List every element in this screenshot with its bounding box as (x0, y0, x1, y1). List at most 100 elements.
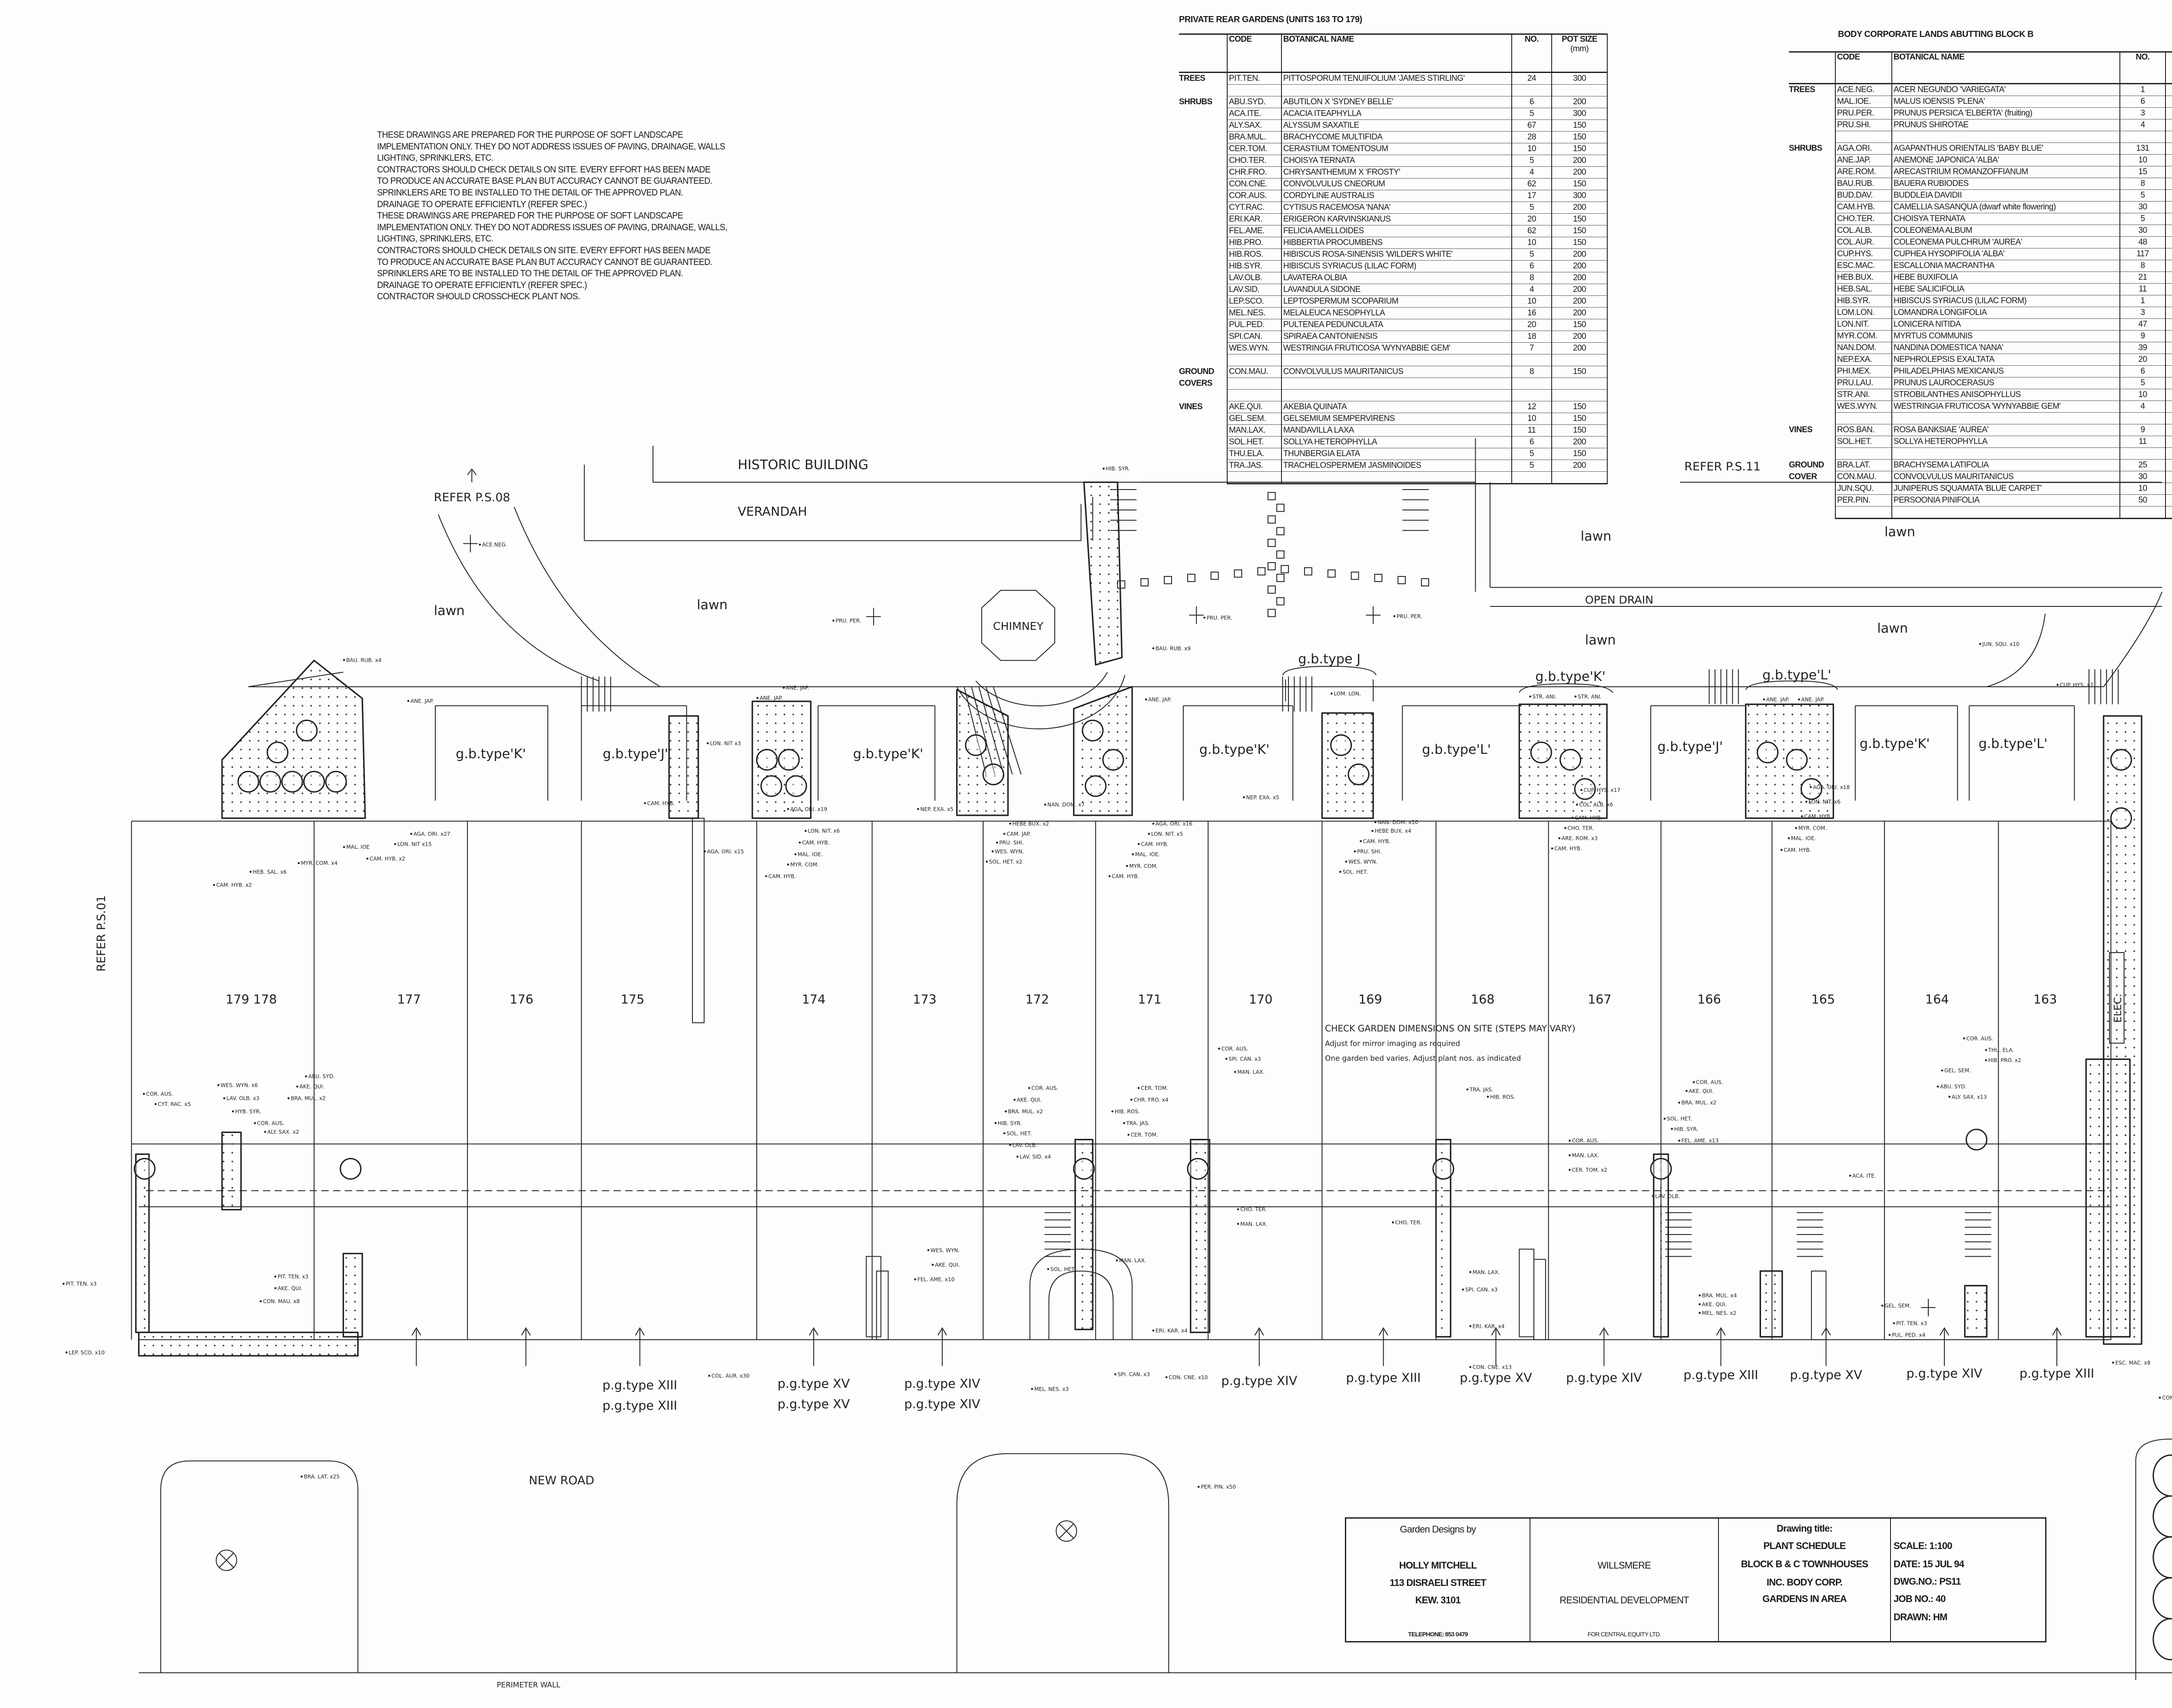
cell-pot: 400 (2165, 83, 2172, 96)
leader-dot (708, 1374, 711, 1377)
cell-code: BAU.RUB. (1835, 178, 1892, 190)
cell-no: 8 (1511, 272, 1552, 284)
plant-callout: ERI. KAR. x4 (1473, 1323, 1505, 1329)
leader-dot (1360, 840, 1362, 842)
drawing-number: DWG.NO.: PS11 (1894, 1576, 1961, 1587)
cell-code: CHO.TER. (1835, 213, 1892, 225)
cell-code: LAV.OLB. (1227, 272, 1282, 284)
cell-no: 131 (2119, 142, 2166, 155)
plant-callout: SOL. HET. x2 (989, 859, 1023, 865)
pg-type-label: p.g.type XV (1790, 1367, 1862, 1382)
leader-dot (1788, 837, 1790, 840)
designer-name: HOLLY MITCHELL (1399, 1560, 1477, 1571)
leader-dot (264, 1131, 266, 1133)
schedule-row: JUN.SQU.JUNIPERUS SQUAMATA 'BLUE CARPET'… (1789, 483, 2172, 495)
schedule-row: BAU.RUB.BAUERA RUBIODES8200 (1789, 178, 2172, 190)
leader-dot (931, 1264, 934, 1266)
drawing-title-heading: Drawing title: (1776, 1523, 1833, 1534)
cell-code: CER.TOM. (1227, 143, 1282, 155)
cell-code: ROS.BAN. (1835, 424, 1892, 436)
leader-dot (1243, 796, 1245, 798)
plant-callout: LAV. OLB. (1655, 1193, 1680, 1199)
schedule-row: MAL.IOE.MALUS IOENSIS 'PLENA'6400 (1789, 96, 2172, 108)
schedule-row (1789, 412, 2172, 424)
leader-dot (394, 843, 397, 845)
cell-cat (1179, 331, 1227, 343)
date: DATE: 15 JUL 94 (1894, 1559, 1964, 1569)
cell-pot: 200 (1551, 248, 1608, 261)
cell-code: AGA.ORI. (1835, 142, 1892, 155)
cell-no: 6 (2119, 365, 2166, 377)
cell-name: CONVOLVULUS MAURITANICUS (1891, 471, 2120, 483)
cell-name: ESCALLONIA MACRANTHA (1891, 260, 2120, 272)
shrub-symbol (325, 771, 347, 793)
schedule-row: COL.ALB.COLEONEMA ALBUM30200 (1789, 225, 2172, 237)
cell-code: MYR.COM. (1835, 330, 1892, 342)
cell-no: 9 (2119, 330, 2166, 342)
leader-dot (1004, 1110, 1007, 1112)
plant-callout: ERI. KAR. x4 (1156, 1327, 1188, 1334)
leader-dot (479, 543, 481, 546)
cell-cat (1179, 343, 1227, 354)
site-note-line: One garden bed varies. Adjust plant nos.… (1325, 1054, 1521, 1063)
unit-number: 170 (1249, 992, 1273, 1007)
cell-code: LOM.LON. (1835, 307, 1892, 319)
cell-name: PHILADELPHIAS MEXICANUS (1891, 365, 2120, 377)
cell-cat (1789, 331, 1835, 342)
cell-pot: 400 (2165, 119, 2172, 131)
schedule-row: HIB.SYR.HIBISCUS SYRIACUS (LILAC FORM)13… (1789, 295, 2172, 307)
leader-dot (1685, 1090, 1688, 1092)
leader-dot (1569, 1168, 1571, 1171)
cell-pot: 300 (1551, 72, 1608, 85)
header-no: NO. (1511, 33, 1552, 73)
schedule-row (1789, 131, 2172, 143)
leader-dot (1979, 643, 1981, 645)
leader-dot (1798, 698, 1800, 701)
leader-dot (1108, 875, 1111, 877)
plant-callout: MYR. COM. (1129, 863, 1158, 869)
leader-dot (65, 1351, 68, 1354)
plant-callout: COR. AUS. (1696, 1079, 1723, 1086)
cell-name: NANDINA DOMESTICA 'NANA' (1891, 342, 2120, 354)
leader-dot (1671, 1128, 1673, 1130)
unit-number: 169 (1358, 992, 1382, 1007)
cell-name: CONVOLVULUS CNEORUM (1281, 178, 1512, 190)
verandah-label: VERANDAH (738, 504, 807, 519)
plant-callout: LAV. OLB. x3 (226, 1096, 259, 1102)
cell-name: WESTRINGIA FRUTICOSA 'WYNYABBIE GEM' (1281, 342, 1512, 354)
plant-callout: AKE. QUI. (278, 1285, 302, 1291)
cell-code: COR.AUS. (1227, 190, 1282, 202)
cell-no: 30 (2119, 225, 2166, 237)
leader-dot (1963, 1037, 1965, 1039)
gb-type-label: g.b.type'J' (1657, 739, 1723, 755)
historic-building-label: HISTORIC BUILDING (738, 457, 868, 473)
cell-code: PRU.PER. (1835, 107, 1892, 119)
cell-no: 5 (1511, 448, 1552, 460)
cell-cat (1179, 272, 1227, 284)
cell-name: ROSA BANKSIAE 'AUREA' (1891, 424, 2120, 436)
plant-callout: TRA. JAS. (1126, 1120, 1150, 1126)
plant-callout: BRA. MUL. x2 (1682, 1100, 1717, 1106)
shrub-symbol (1965, 1129, 1988, 1151)
cell-pot: 200 (2165, 260, 2172, 272)
garden-bed (1964, 1285, 1988, 1338)
leader-dot (1345, 861, 1348, 863)
cell-no: 5 (1511, 202, 1552, 214)
unit-number: 166 (1697, 992, 1721, 1007)
shrub-symbol (1330, 734, 1352, 756)
project-name: WILLSMERE (1597, 1560, 1651, 1571)
note-line: CONTRACTORS SHOULD CHECK DETAILS ON SITE… (377, 164, 711, 175)
cell-cat (1789, 319, 1835, 331)
cell-name: ACER NEGUNDO 'VARIEGATA' (1891, 83, 2120, 96)
cell-cat (1789, 108, 1835, 119)
cell-cat (1179, 390, 1227, 401)
cell-no: 18 (1511, 331, 1552, 343)
cell-cat (1179, 308, 1227, 319)
leader-dot (996, 841, 998, 844)
cell-name: NEPHROLEPSIS EXALTATA (1891, 354, 2120, 366)
header-pot-unit: (mm) (2167, 62, 2172, 72)
cell-name: COLEONEMA ALBUM (1891, 225, 2120, 237)
